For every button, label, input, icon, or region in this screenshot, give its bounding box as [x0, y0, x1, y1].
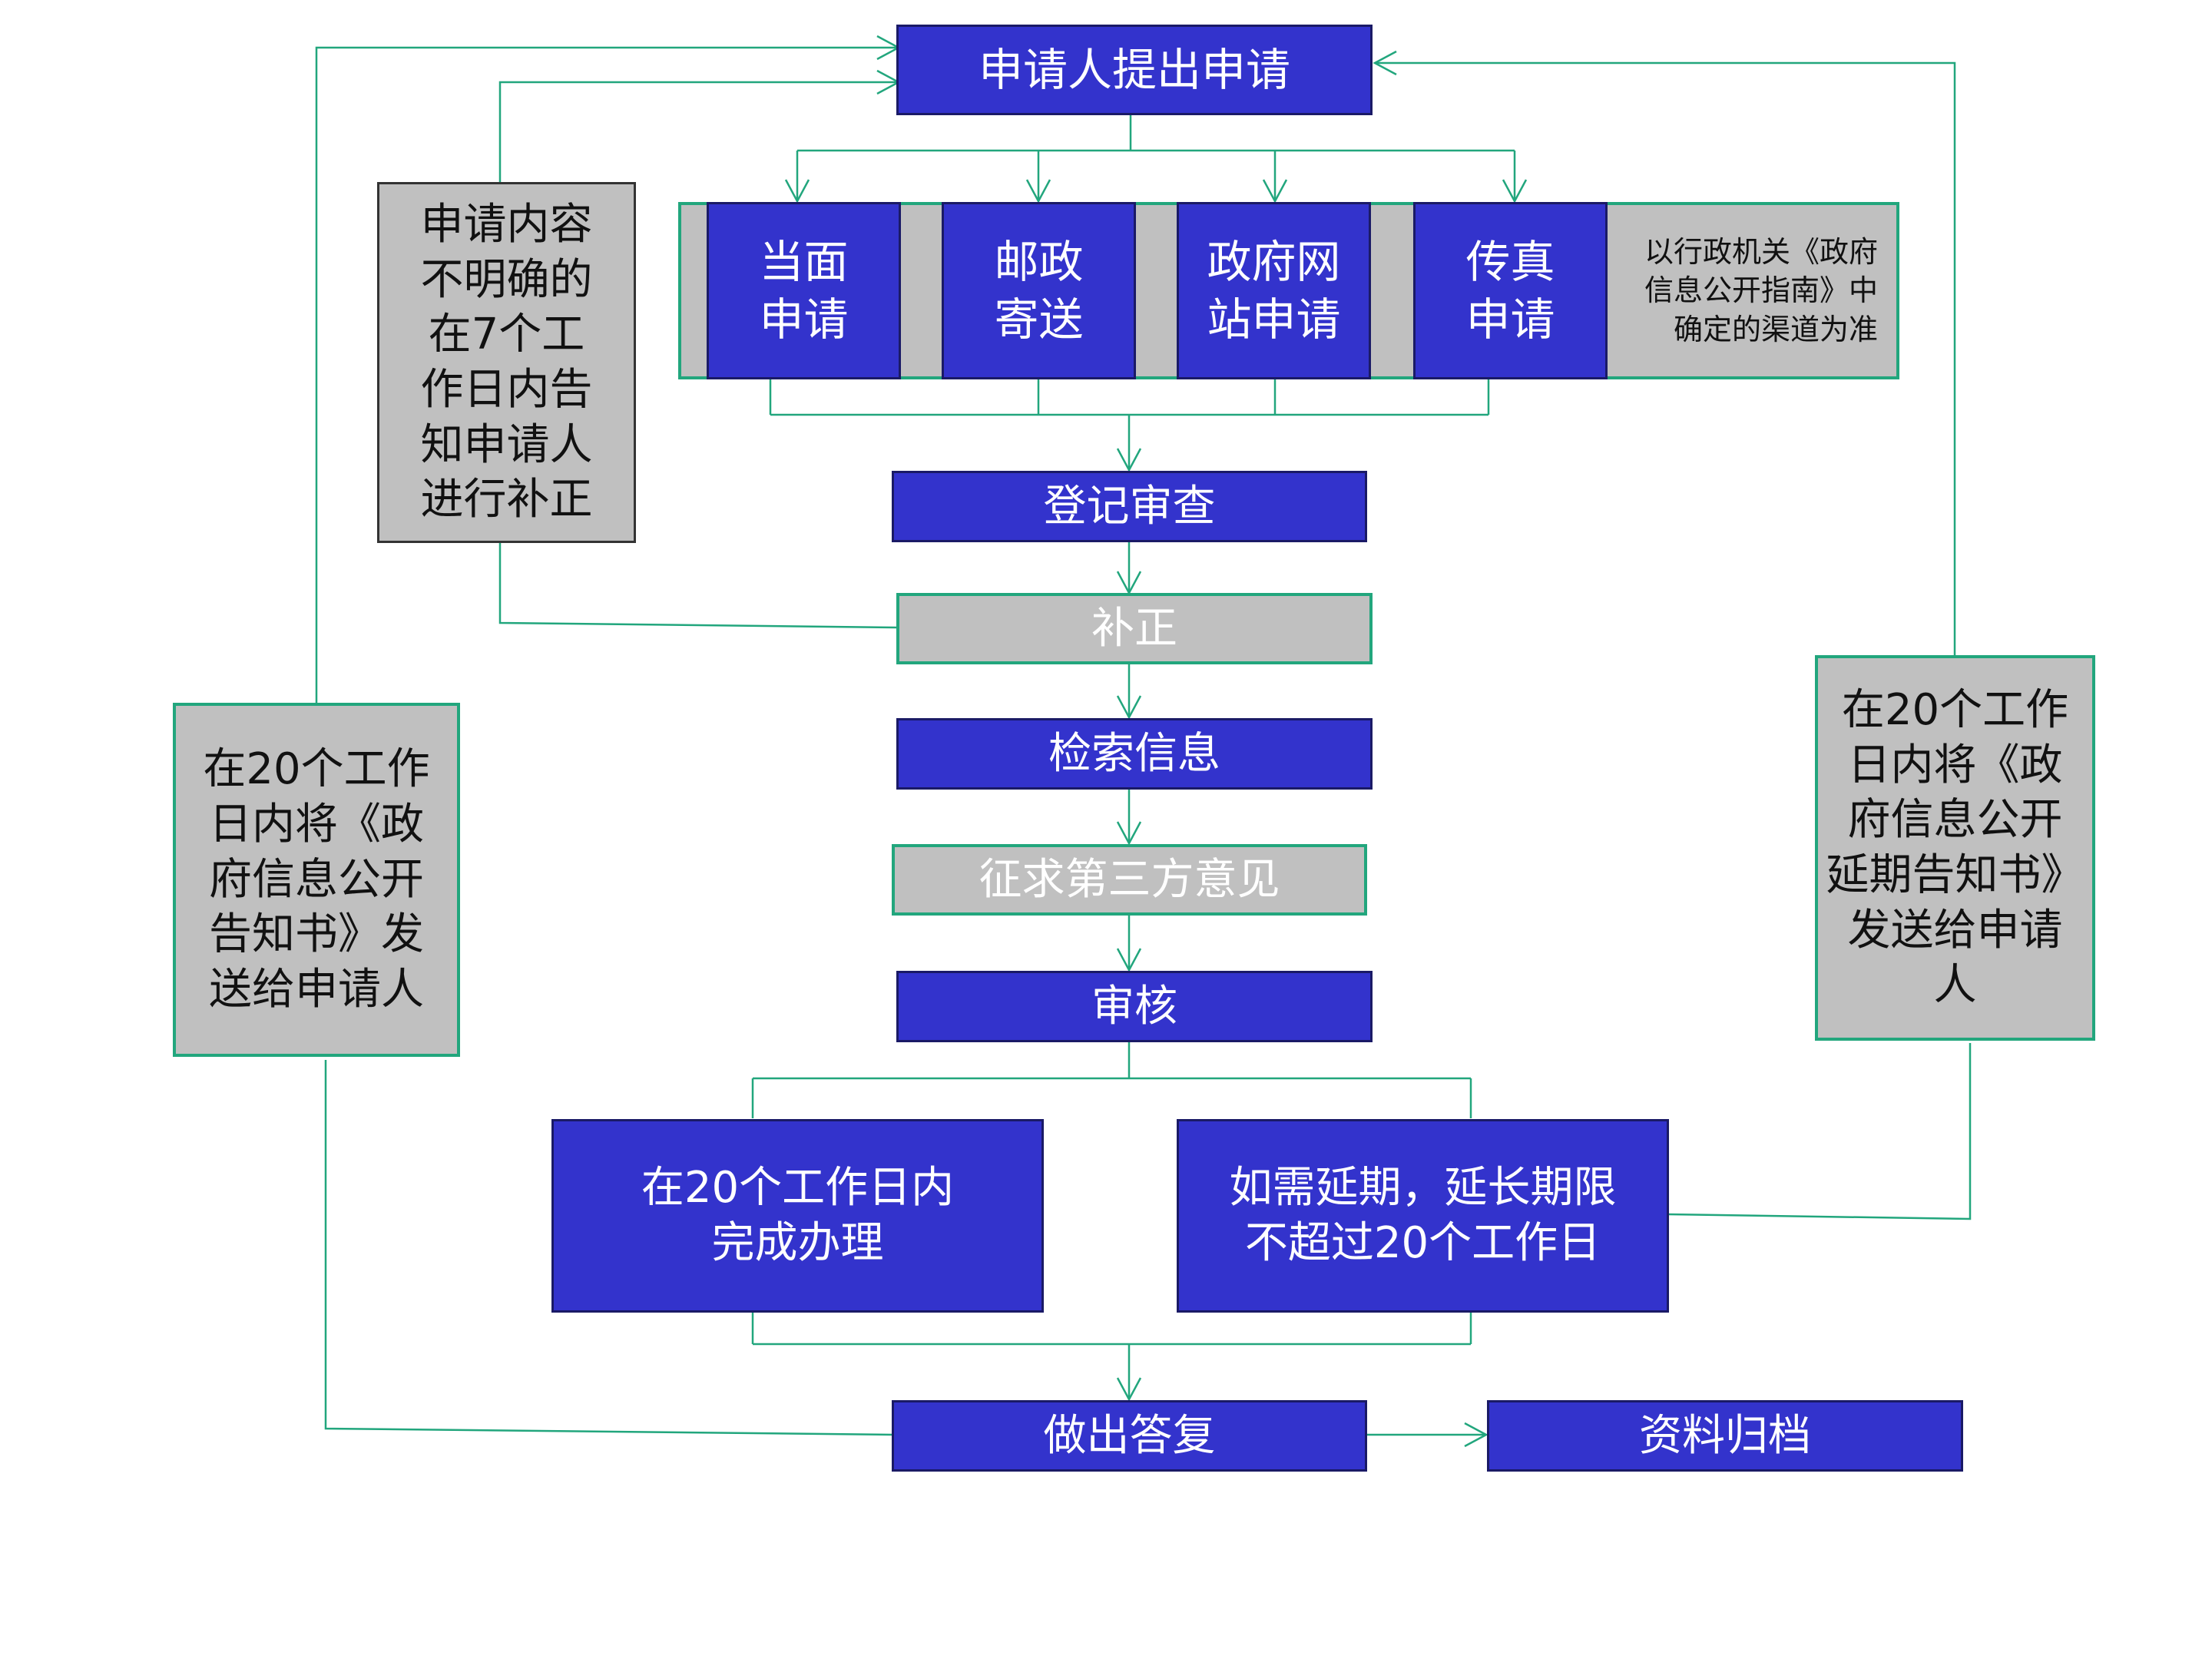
channel-in-person: 当面 申请	[707, 202, 901, 379]
node-archive-label: 资料归档	[1639, 1410, 1811, 1461]
node-extension-label: 如需延期，延长期限 不超过20个工作日	[1229, 1163, 1617, 1268]
node-register-review-label: 登记审查	[1043, 481, 1216, 531]
connector-extension-to-right-note	[1667, 1043, 1972, 1220]
node-supplement-label: 补正	[1091, 603, 1177, 654]
node-register-review: 登记审查	[892, 471, 1367, 542]
channel-website: 政府网 站申请	[1177, 202, 1371, 379]
node-reply: 做出答复	[892, 1400, 1367, 1472]
connector-note-to-apply	[498, 69, 901, 182]
node-complete-20-days: 在20个工作日内 完成办理	[551, 1119, 1044, 1313]
channel-website-label: 政府网 站申请	[1207, 236, 1341, 346]
note-right-notice: 在20个工作 日内将《政 府信息公开 延期告知书》 发送给申请 人	[1815, 655, 2095, 1041]
connector-right-note-to-apply	[1373, 50, 1956, 655]
node-complete-20-days-label: 在20个工作日内 完成办理	[641, 1163, 955, 1268]
channel-in-person-label: 当面 申请	[759, 236, 849, 346]
node-audit-label: 审核	[1091, 981, 1177, 1031]
note-left-notice: 在20个工作 日内将《政 府信息公开 告知书》发 送给申请人	[173, 703, 460, 1057]
node-extension: 如需延期，延长期限 不超过20个工作日	[1177, 1119, 1669, 1313]
node-search-info-label: 检索信息	[1048, 728, 1220, 779]
node-audit: 审核	[896, 971, 1373, 1042]
node-search-info: 检索信息	[896, 718, 1373, 790]
node-third-party: 征求第三方意见	[892, 844, 1367, 916]
channel-postal-label: 邮政 寄送	[994, 236, 1084, 346]
connector-left-note-to-apply	[315, 35, 901, 703]
channel-postal: 邮政 寄送	[942, 202, 1136, 379]
node-apply-label: 申请人提出申请	[978, 43, 1290, 96]
note-unclear-content-label: 申请内容 不明确的 在7个工 作日内告 知申请人 进行补正	[420, 199, 593, 525]
channel-note-label: 以行政机关《政府 信息公开指南》中 确定的渠道为准	[1644, 235, 1878, 346]
channel-note: 以行政机关《政府 信息公开指南》中 确定的渠道为准	[1609, 206, 1892, 376]
node-third-party-label: 征求第三方意见	[979, 854, 1280, 905]
note-right-notice-label: 在20个工作 日内将《政 府信息公开 延期告知书》 发送给申请 人	[1826, 684, 2085, 1011]
channel-fax-label: 传真 申请	[1465, 236, 1555, 346]
connector-supplement-to-note	[498, 541, 897, 629]
node-archive: 资料归档	[1487, 1400, 1963, 1472]
node-reply-label: 做出答复	[1043, 1410, 1216, 1461]
node-apply: 申请人提出申请	[896, 25, 1373, 115]
node-supplement: 补正	[896, 593, 1373, 664]
note-unclear-content: 申请内容 不明确的 在7个工 作日内告 知申请人 进行补正	[377, 182, 636, 543]
channel-fax: 传真 申请	[1413, 202, 1608, 379]
note-left-notice-label: 在20个工作 日内将《政 府信息公开 告知书》发 送给申请人	[203, 744, 430, 1015]
connector-reply-to-left-note	[324, 1060, 894, 1436]
